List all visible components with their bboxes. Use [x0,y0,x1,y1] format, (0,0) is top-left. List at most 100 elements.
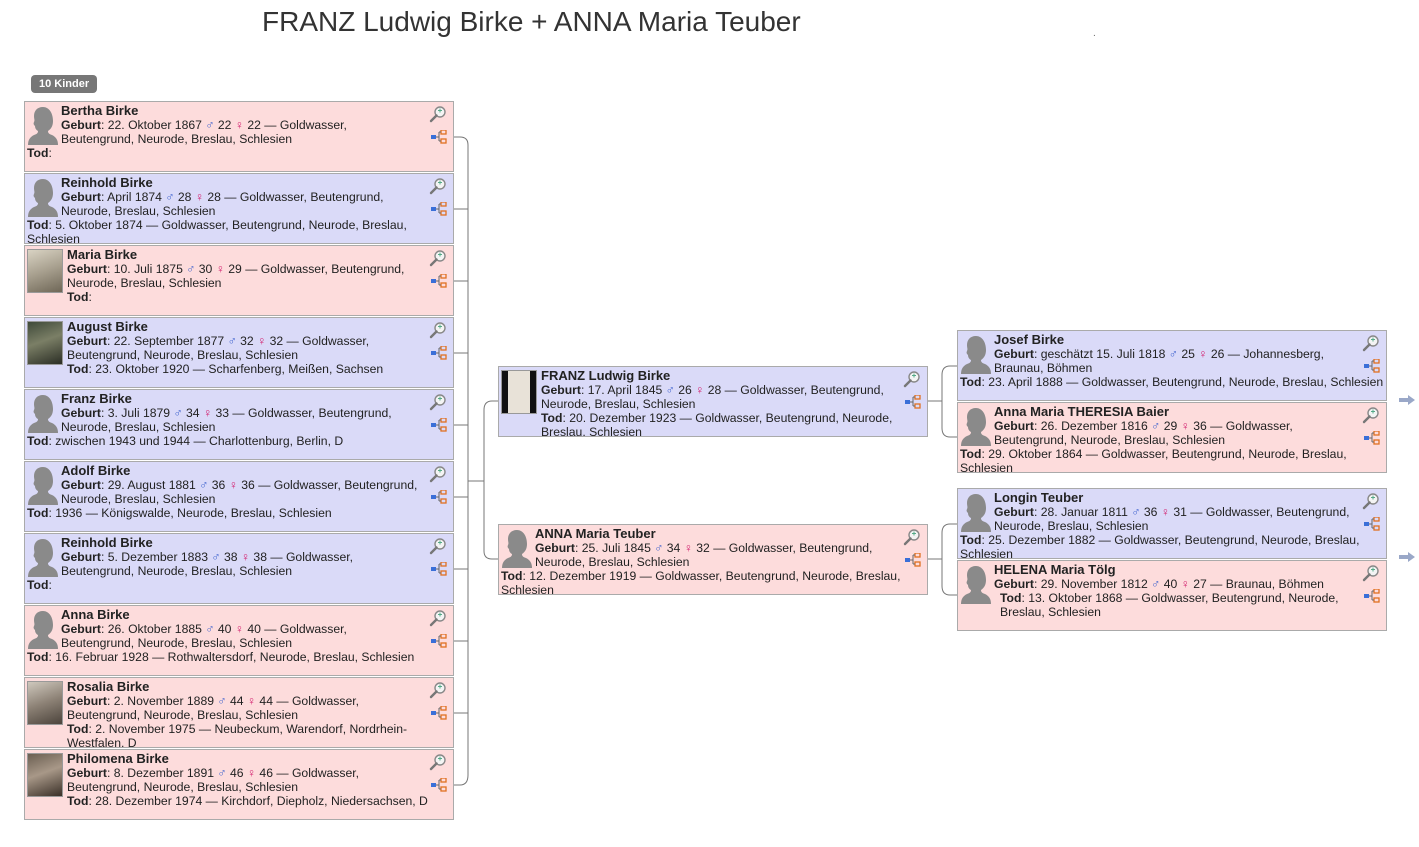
death-label: Tod [27,578,49,592]
birth-place: — Goldwasser, Beutengrund, Neurode, Bres… [61,190,384,218]
family-tree-icon[interactable] [1364,359,1380,373]
person-name[interactable]: HELENA Maria Tölg [994,562,1116,577]
death-label: Tod [1000,591,1022,605]
person-name[interactable]: August Birke [67,319,148,334]
family-tree-icon[interactable] [431,490,447,504]
mother-age: 28 [707,383,722,397]
magnifier-zoom-icon[interactable] [429,393,447,411]
birth-date: 22. September 1877 [113,334,225,348]
magnifier-zoom-icon[interactable] [429,177,447,195]
arrow-right-icon[interactable] [1399,395,1415,405]
magnifier-zoom-icon[interactable] [1362,564,1380,582]
death-line: Tod: 25. Dezember 1882 — Goldwasser, Beu… [960,533,1360,559]
family-tree-icon[interactable] [431,274,447,288]
family-tree-icon[interactable] [431,130,447,144]
death-label: Tod [27,146,49,160]
person-name[interactable]: Reinhold Birke [61,535,153,550]
magnifier-zoom-icon[interactable] [903,528,921,546]
children-count-badge[interactable]: 10 Kinder [31,75,98,93]
family-tree-icon[interactable] [431,418,447,432]
death-label: Tod [960,533,982,547]
female-symbol: ♀ [246,694,257,708]
death-label: Tod [27,218,49,232]
birth-place: — Goldwasser, Beutengrund, Neurode, Bres… [61,622,347,650]
person-name[interactable]: Philomena Birke [67,751,169,766]
magnifier-zoom-icon[interactable] [429,753,447,771]
birth-place: — Goldwasser, Beutengrund, Neurode, Bres… [61,406,392,434]
magnifier-zoom-icon[interactable] [429,249,447,267]
birth-label: Geburt [994,577,1034,591]
magnifier-zoom-icon[interactable] [429,609,447,627]
female-symbol: ♀ [695,383,705,397]
person-name[interactable]: Josef Birke [994,332,1065,347]
birth-date: 29. August 1881 [107,478,196,492]
person-name[interactable]: Rosalia Birke [67,679,150,694]
birth-date: 26. Dezember 1816 [1040,419,1148,433]
person-name[interactable]: Longin Teuber [994,490,1084,505]
family-tree-icon[interactable] [431,634,447,648]
person-name[interactable]: ANNA Maria Teuber [535,526,656,541]
male-symbol: ♂ [165,190,175,204]
family-tree-icon[interactable] [1364,589,1380,603]
person-name[interactable]: FRANZ Ludwig Birke [541,368,671,383]
family-tree-icon[interactable] [905,395,921,409]
person-name[interactable]: Reinhold Birke [61,175,153,190]
magnifier-zoom-icon[interactable] [1362,406,1380,424]
mother-age: 31 [1173,505,1187,519]
magnifier-zoom-icon[interactable] [429,105,447,123]
family-tree-icon[interactable] [431,706,447,720]
magnifier-zoom-icon[interactable] [429,465,447,483]
death-label: Tod [67,362,89,376]
mother-age: 33 [215,406,230,420]
death-line: Tod: 23. April 1888 — Goldwasser, Beuten… [960,375,1384,389]
family-tree-icon[interactable] [1364,431,1380,445]
magnifier-zoom-icon[interactable] [429,321,447,339]
family-tree-icon[interactable] [431,562,447,576]
magnifier-zoom-icon[interactable] [429,681,447,699]
person-name[interactable]: Adolf Birke [61,463,131,478]
birth-place: — Goldwasser, Beutengrund, Neurode, Bres… [67,766,360,794]
female-symbol: ♀ [1180,419,1190,433]
person-name[interactable]: Bertha Birke [61,103,139,118]
page-title: FRANZ Ludwig Birke + ANNA Maria Teuber [262,6,801,37]
birth-label: Geburt [541,383,581,397]
magnifier-zoom-icon[interactable] [903,370,921,388]
family-tree-icon[interactable] [431,778,447,792]
family-tree-icon[interactable] [431,346,447,360]
person-name[interactable]: Anna Birke [61,607,130,622]
person-photo [27,753,63,797]
person-name[interactable]: Anna Maria THERESIA Baier [994,404,1170,419]
arrow-right-icon[interactable] [1399,552,1415,562]
death-line: Tod: [67,290,92,304]
magnifier-zoom-icon[interactable] [429,537,447,555]
person-name[interactable]: Maria Birke [67,247,138,262]
family-tree-icon[interactable] [431,202,447,216]
death-line: Tod: 28. Dezember 1974 — Kirchdorf, Diep… [67,794,428,808]
magnifier-zoom-icon[interactable] [1362,492,1380,510]
male-symbol: ♂ [211,550,221,564]
family-tree-icon[interactable] [1364,517,1380,531]
person-photo [27,249,63,293]
person-name[interactable]: Franz Birke [61,391,132,406]
birth-label: Geburt [61,478,101,492]
family-tree-icon[interactable] [905,553,921,567]
father-age: 34 [666,541,681,555]
birth-label: Geburt [61,550,101,564]
magnifier-zoom-icon[interactable] [1362,334,1380,352]
